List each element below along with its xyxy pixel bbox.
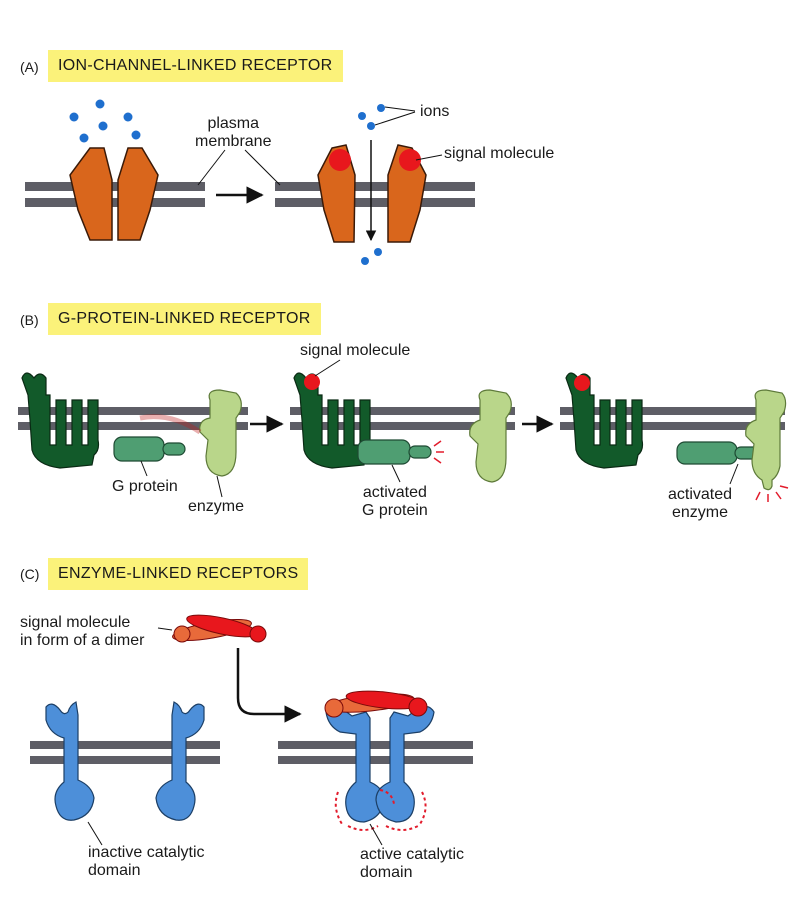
- label-inactive-domain: inactive catalytic domain: [88, 844, 205, 879]
- enzyme-receptor-inactive-1: [45, 701, 95, 821]
- membrane-c-right: [278, 741, 473, 764]
- section-a-title: ION-CHANNEL-LINKED RECEPTOR: [48, 50, 343, 82]
- leaders-c: [87, 627, 383, 846]
- activation-glow-b-2: [755, 485, 789, 502]
- section-c-title: ENZYME-LINKED RECEPTORS: [48, 558, 309, 590]
- arrow-c: [236, 648, 302, 723]
- label-active-domain: active catalytic domain: [360, 846, 465, 881]
- signal-molecules-a: [329, 149, 421, 171]
- enzyme-activated: [745, 389, 787, 491]
- signal-molecule-b-2: [574, 375, 590, 391]
- g-receptor-1: [21, 372, 100, 469]
- section-b-letter: (B): [20, 312, 39, 328]
- ion-channel-closed: [69, 147, 159, 241]
- activation-glow-b-1: [433, 440, 444, 464]
- leaders-b: [140, 359, 739, 498]
- label-g-protein: G protein: [112, 478, 178, 495]
- signal-dimer-bound: [324, 690, 428, 718]
- ions-bottom-a: [361, 248, 382, 265]
- leaders-a: [197, 106, 443, 186]
- label-ions: ions: [420, 103, 450, 120]
- g-protein-3: [676, 441, 760, 465]
- membrane-a-right: [275, 182, 475, 207]
- label-signal-molecule-b: signal molecule: [300, 342, 411, 359]
- activation-glow-c: [334, 789, 427, 831]
- membrane-a-left: [25, 182, 205, 207]
- membrane-b: [18, 407, 785, 430]
- signal-molecule-b-1: [304, 374, 320, 390]
- enzyme-receptor-active-1: [325, 705, 385, 823]
- section-a-letter: (A): [20, 59, 39, 75]
- label-activated-g-protein: activated G protein: [362, 484, 428, 519]
- enzyme-receptor-inactive-2: [155, 701, 205, 821]
- enzyme-1: [199, 389, 242, 477]
- label-signal-dimer: signal molecule in form of a dimer: [20, 614, 145, 649]
- g-protein-1: [113, 436, 186, 462]
- signal-dimer-free: [172, 614, 267, 643]
- ions-extracellular-a: [69, 99, 141, 143]
- membrane-c-left: [30, 741, 220, 764]
- enzyme-receptor-active-2: [375, 705, 435, 823]
- label-signal-molecule-a: signal molecule: [444, 145, 555, 162]
- label-plasma-membrane: plasma membrane: [195, 115, 272, 150]
- label-activated-enzyme: activated enzyme: [668, 486, 733, 521]
- enzyme-2: [469, 389, 512, 483]
- section-b-title: G-PROTEIN-LINKED RECEPTOR: [48, 303, 321, 335]
- ions-top-a: [358, 104, 385, 130]
- section-c-letter: (C): [20, 566, 40, 582]
- label-enzyme: enzyme: [188, 498, 245, 515]
- g-protein-activated: [357, 439, 432, 465]
- smudge: [139, 414, 202, 435]
